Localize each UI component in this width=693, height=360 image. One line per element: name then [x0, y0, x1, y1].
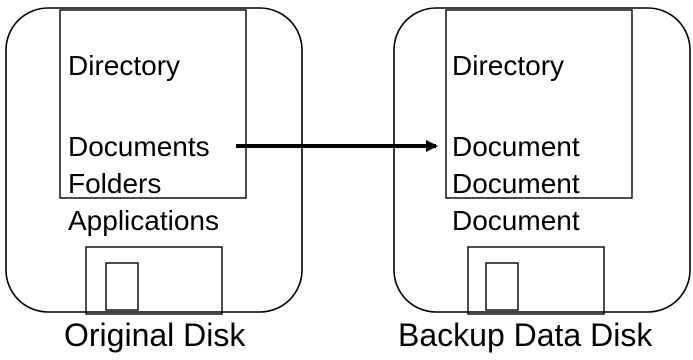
original-disk [5, 7, 303, 315]
original-disk-shutter [85, 246, 223, 315]
original-folders-text: Folders [68, 168, 162, 199]
backup-directory-text: Directory [452, 50, 565, 81]
backup-document-text-1: Document [452, 131, 580, 162]
original-disk-label-area [59, 9, 247, 199]
backup-disk-caption: Backup Data Disk [398, 317, 653, 353]
original-documents-text: Documents [68, 131, 210, 162]
backup-disk-shutter-window [485, 262, 519, 311]
original-applications-text: Applications [68, 205, 219, 236]
backup-disk-body [393, 7, 691, 313]
backup-document-text-3: Document [452, 205, 580, 236]
original-disk-body [5, 7, 303, 313]
original-disk-shutter-window [105, 262, 139, 311]
backup-disk [393, 7, 691, 315]
backup-document-text-2: Document [452, 168, 580, 199]
backup-disk-label-area [445, 9, 633, 199]
original-disk-caption: Original Disk [64, 317, 246, 353]
backup-disk-shutter [467, 246, 605, 315]
original-directory-text: Directory [68, 50, 181, 81]
